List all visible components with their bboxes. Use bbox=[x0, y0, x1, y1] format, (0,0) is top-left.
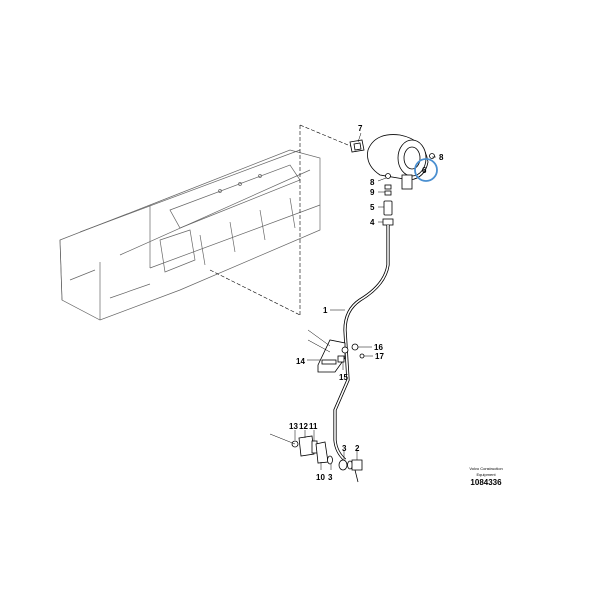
brand-line-1: Volvo Construction bbox=[469, 466, 502, 471]
callout-9[interactable]: 9 bbox=[370, 188, 375, 197]
callout-8[interactable]: 8 bbox=[439, 153, 444, 162]
leader-dashed bbox=[209, 124, 361, 316]
callout-11[interactable]: 11 bbox=[309, 422, 318, 431]
callout-7[interactable]: 7 bbox=[358, 124, 363, 133]
callout-17[interactable]: 17 bbox=[375, 352, 384, 361]
brand-line-2: Equipment bbox=[476, 472, 496, 477]
highlight-circle-6 bbox=[414, 158, 438, 182]
fittings bbox=[269, 433, 363, 483]
callout-13[interactable]: 13 bbox=[289, 422, 298, 431]
callout-8-lower[interactable]: 8 bbox=[370, 178, 375, 187]
breather-housing bbox=[349, 134, 435, 226]
callout-4[interactable]: 4 bbox=[370, 218, 375, 227]
callout-labels: 7 8 6 8 9 5 4 1 16 17 14 15 13 12 11 10 … bbox=[289, 124, 444, 482]
callout-3-lower[interactable]: 3 bbox=[328, 473, 333, 482]
bracket bbox=[307, 329, 365, 373]
callout-2[interactable]: 2 bbox=[355, 444, 360, 453]
callout-1[interactable]: 1 bbox=[323, 306, 328, 315]
drawing-footer: Volvo Construction Equipment 1084336 bbox=[469, 466, 502, 487]
callout-14[interactable]: 14 bbox=[296, 357, 305, 366]
callout-leaders bbox=[294, 132, 436, 470]
callout-12[interactable]: 12 bbox=[299, 422, 308, 431]
callout-16[interactable]: 16 bbox=[374, 343, 383, 352]
valve-cover-drawing bbox=[59, 149, 321, 321]
callout-3[interactable]: 3 bbox=[342, 444, 347, 453]
callout-6[interactable]: 6 bbox=[422, 166, 427, 175]
callout-10[interactable]: 10 bbox=[316, 473, 325, 482]
drawing-number: 1084336 bbox=[470, 478, 502, 487]
callout-15[interactable]: 15 bbox=[339, 373, 348, 382]
callout-5[interactable]: 5 bbox=[370, 203, 375, 212]
